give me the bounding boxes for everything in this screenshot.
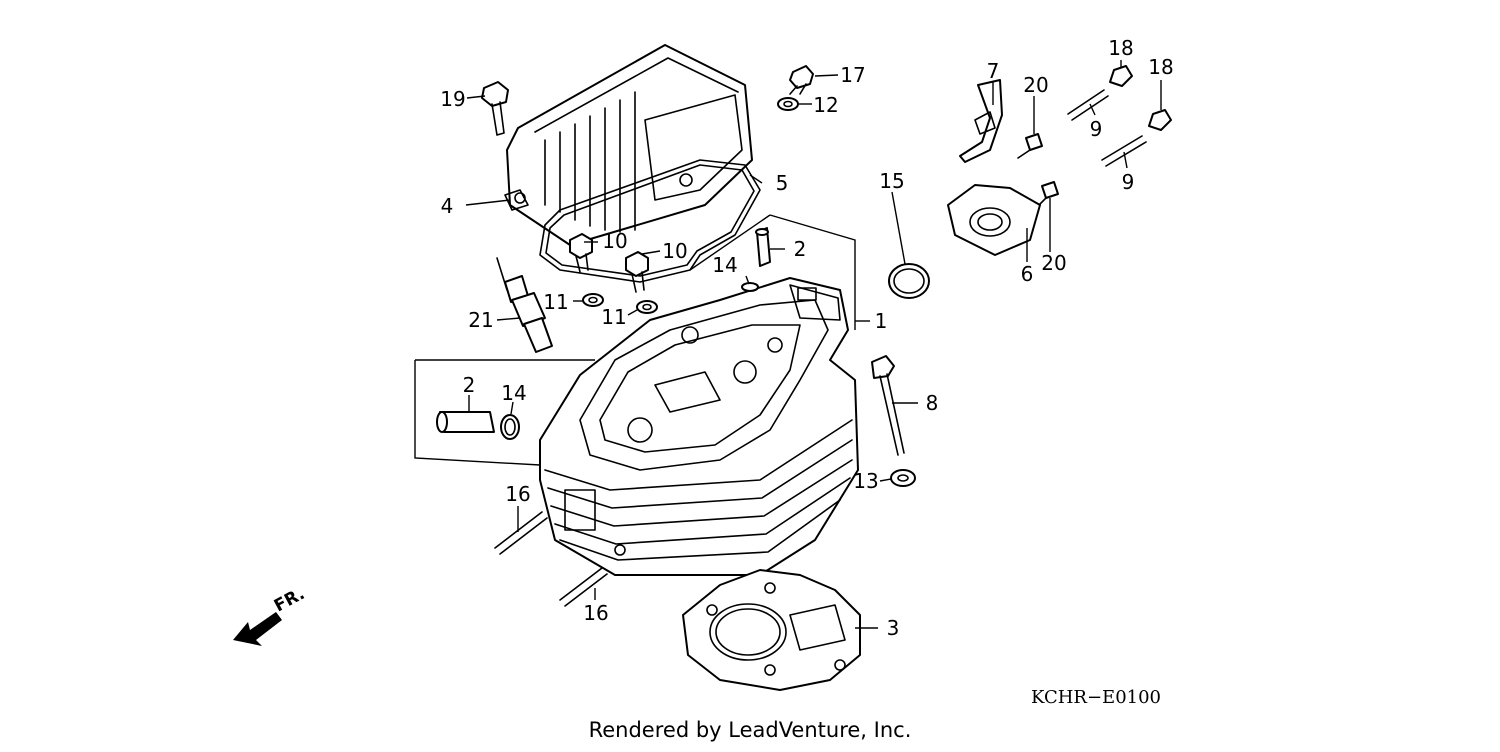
callout-8: 8: [926, 391, 939, 415]
dowel-pin-lower: [436, 411, 520, 440]
head-bolts: [569, 233, 649, 293]
callout-21: 21: [468, 308, 493, 332]
cover-bolt: [481, 81, 509, 136]
bolt-and-washer: [777, 65, 814, 111]
head-cover-gasket: [539, 159, 761, 283]
front-label: FR.: [271, 584, 308, 616]
leader-lines: [465, 60, 1162, 629]
callout-2-upper: 2: [794, 237, 807, 261]
cylinder-head-cover: [504, 44, 753, 246]
callout-2-lower: 2: [463, 373, 476, 397]
callout-labels: 19 17 12 7 20 18 18 9 9 15 5 4 10 10 2 1…: [440, 36, 1173, 640]
sealing-washers: [582, 293, 658, 314]
callout-18-right: 18: [1148, 55, 1173, 79]
callout-15: 15: [879, 169, 904, 193]
callout-13: 13: [853, 469, 878, 493]
spark-plug: [496, 257, 553, 353]
callout-1: 1: [875, 309, 888, 333]
intake-pipe: [947, 184, 1041, 256]
mounting-bracket: [959, 79, 1003, 163]
callout-11-left: 11: [543, 290, 568, 314]
callout-20-lower: 20: [1041, 251, 1066, 275]
callout-17: 17: [840, 63, 865, 87]
callout-4: 4: [441, 194, 454, 218]
callout-10-right: 10: [662, 239, 687, 263]
head-gasket: [682, 569, 861, 691]
callout-6: 6: [1021, 262, 1034, 286]
footer-credit: Rendered by LeadVenture, Inc.: [589, 718, 912, 742]
callout-9-upper: 9: [1090, 117, 1103, 141]
callout-16-lower: 16: [583, 601, 608, 625]
callout-12: 12: [813, 93, 838, 117]
callout-16-upper: 16: [505, 482, 530, 506]
callout-19: 19: [440, 87, 465, 111]
callout-3: 3: [887, 616, 900, 640]
assembly-bracket-lines: [414, 214, 856, 466]
front-direction-arrow: FR.: [233, 584, 308, 646]
cylinder-studs: [494, 511, 608, 607]
callout-14-lower: 14: [501, 381, 526, 405]
dowel-pin-upper: [741, 227, 771, 292]
callout-18-left: 18: [1108, 36, 1133, 60]
callout-5: 5: [776, 171, 789, 195]
callout-14-upper: 14: [712, 253, 737, 277]
callout-20-upper: 20: [1023, 73, 1048, 97]
long-bolt: [871, 355, 916, 487]
callout-7: 7: [987, 59, 1000, 83]
callout-9-lower: 9: [1122, 170, 1135, 194]
studs-and-nuts: [1067, 65, 1172, 167]
flange-bolts: [1017, 133, 1059, 209]
callout-10-left: 10: [602, 229, 627, 253]
o-ring: [888, 263, 930, 299]
diagram-code-label: KCHR−E0100: [1031, 687, 1161, 708]
cylinder-head: [539, 277, 859, 576]
callout-11-right: 11: [601, 305, 626, 329]
